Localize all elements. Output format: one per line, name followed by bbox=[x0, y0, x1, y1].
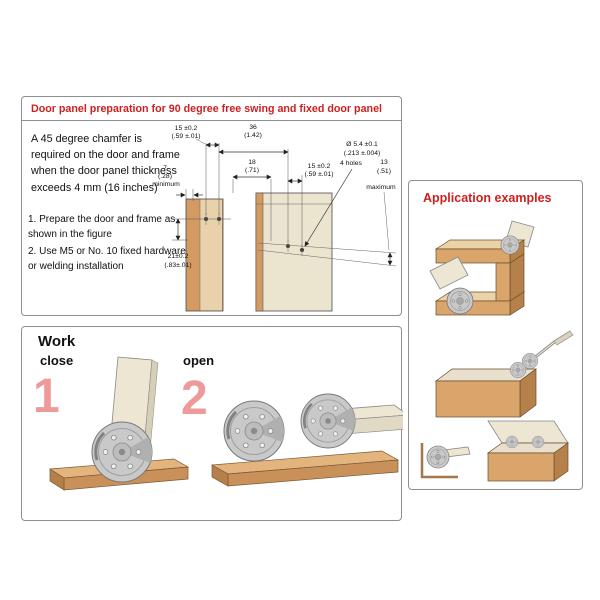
open-label: open bbox=[183, 353, 215, 368]
work-panel: Work close open 1 2 bbox=[21, 326, 403, 521]
application-example-2 bbox=[434, 330, 574, 418]
dim-diameter-mm: Ø 5.4 ±0.1 bbox=[346, 141, 378, 148]
work-illustration bbox=[48, 356, 403, 491]
close-label: close bbox=[40, 353, 74, 368]
dim-21-in: (.83±.01) bbox=[164, 262, 191, 269]
application-example-1 bbox=[429, 220, 535, 316]
chamfer-note: A 45 degree chamfer is required on the d… bbox=[31, 133, 180, 194]
flap-left bbox=[429, 256, 469, 290]
hinge-open-illustration bbox=[210, 392, 403, 487]
hinge-disc-example3-box-right bbox=[531, 435, 545, 449]
hinge-disc-open-rear bbox=[299, 392, 357, 450]
door-dimension-drawing: 15 ±0.2 (.59 ±.01) 36 (1.42) 18 (.71) 15… bbox=[152, 124, 397, 312]
step-2-text: 2. Use M5 or No. 10 fixed hardware or we… bbox=[28, 246, 186, 272]
hinge-disc-example1-top bbox=[500, 235, 520, 255]
dim-hole-count: 4 holes bbox=[340, 160, 363, 167]
dimension-lines bbox=[175, 142, 393, 266]
hinge-closed-illustration bbox=[48, 356, 190, 491]
application-example-3 bbox=[420, 420, 570, 482]
application-title: Application examples bbox=[423, 191, 552, 205]
dim-right15-in: (.59 ±.01) bbox=[304, 171, 333, 178]
dim-13-in: (.51) bbox=[377, 168, 391, 175]
work-title: Work bbox=[38, 333, 76, 350]
hinge-disc-example2-front bbox=[509, 361, 527, 379]
hinge-disc-example3-box-left bbox=[505, 435, 519, 449]
hinge-disc-example3-wall bbox=[426, 445, 450, 469]
dim-18-mm: 18 bbox=[248, 159, 256, 166]
dim-13-note: maximum bbox=[366, 184, 396, 191]
application-illustrations bbox=[420, 220, 574, 482]
step-number-1: 1 bbox=[33, 370, 60, 423]
dim-right15-mm: 15 ±0.2 bbox=[308, 163, 331, 170]
hinge-disc-open-front bbox=[222, 399, 286, 463]
dim-7-in: (.28) bbox=[158, 173, 172, 180]
dim-36-in: (1.42) bbox=[244, 132, 262, 139]
step-number-2: 2 bbox=[181, 372, 208, 425]
dim-7-note: minimum bbox=[152, 181, 180, 188]
dim-36-mm: 36 bbox=[249, 124, 257, 131]
hinge-disc-closed bbox=[90, 420, 154, 484]
prep-title: Door panel preparation for 90 degree fre… bbox=[22, 97, 401, 121]
lid-example3 bbox=[487, 420, 569, 444]
step-1-text: 1. Prepare the door and frame as shown i… bbox=[28, 214, 176, 240]
dim-13-mm: 13 bbox=[380, 159, 388, 166]
dim-top15-in: (.59 ±.01) bbox=[171, 133, 200, 140]
door-panel-shape bbox=[185, 198, 224, 312]
hinge-disc-example1-bottom bbox=[446, 287, 474, 315]
dim-7-mm: 7 bbox=[163, 165, 167, 172]
frame-panel-shape bbox=[255, 192, 333, 312]
dim-top15-mm: 15 ±0.2 bbox=[175, 125, 198, 132]
extension-lines bbox=[172, 138, 397, 267]
application-panel: Application examples bbox=[408, 180, 583, 490]
dim-21-mm: 21±0.2 bbox=[168, 253, 189, 260]
prep-panel: Door panel preparation for 90 degree fre… bbox=[21, 96, 402, 316]
dim-diameter-in: (.213 ±.004) bbox=[344, 150, 381, 157]
dim-18-in: (.71) bbox=[245, 167, 259, 174]
wall-bracket bbox=[420, 443, 458, 479]
